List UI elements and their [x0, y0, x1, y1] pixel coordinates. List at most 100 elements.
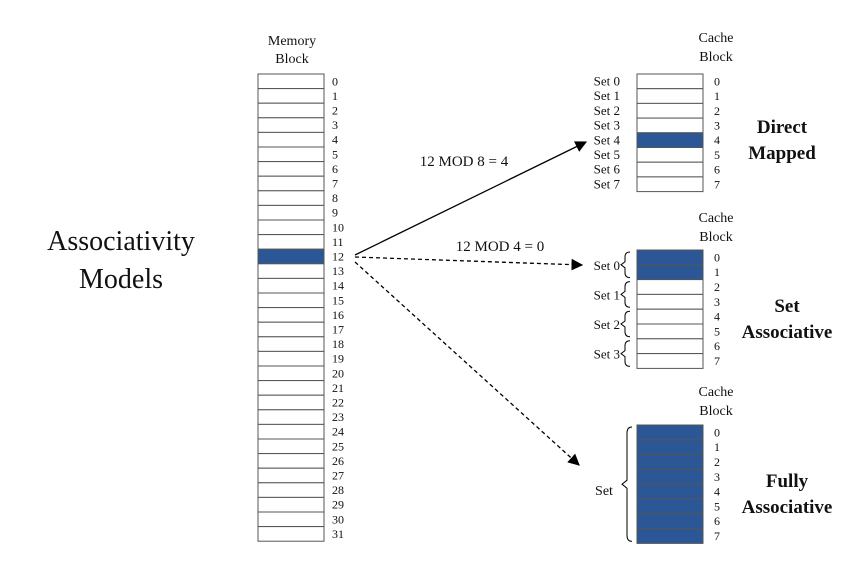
fa-block-1: [636, 439, 704, 456]
memory-block-number-22: 22: [332, 396, 344, 410]
fa-block-number-1: 1: [714, 440, 720, 454]
sa-block-1: [636, 264, 704, 281]
memory-block-20: [257, 365, 325, 382]
memory-block-24: [257, 423, 325, 440]
dm-set-label-1: Set 1: [594, 88, 620, 103]
dm-block-number-1: 1: [714, 89, 720, 103]
dm-cache-label-line-2: Block: [699, 50, 732, 65]
dm-set-label-7: Set 7: [594, 176, 621, 191]
sa-heading-line-1: Set: [774, 296, 800, 317]
memory-block-number-18: 18: [332, 337, 344, 351]
memory-block-22: [257, 394, 325, 411]
dm-set-label-2: Set 2: [594, 103, 620, 118]
memory-block-12: [257, 248, 325, 265]
sa-block-7: [636, 353, 704, 369]
dm-block-5: [636, 147, 704, 163]
memory-block-number-21: 21: [332, 381, 344, 395]
sa-block-0: [636, 249, 704, 266]
dm-block-3: [636, 117, 704, 134]
set-associative-arrow: [354, 256, 584, 271]
sa-block-2: [636, 279, 704, 295]
memory-block-2: [257, 102, 325, 119]
sa-set-brace-2: [620, 310, 631, 338]
sa-block-number-5: 5: [714, 324, 720, 338]
memory-block-21: [257, 380, 325, 396]
fa-block-number-6: 6: [714, 514, 720, 528]
sa-heading-line-2: Associative: [742, 322, 833, 343]
fully-associative-arrow: [354, 261, 580, 466]
sa-set-label-3: Set 3: [594, 347, 620, 362]
memory-block-number-9: 9: [332, 206, 338, 220]
sa-set-brace-1: [620, 281, 631, 308]
memory-block-17: [257, 321, 325, 338]
memory-block-14: [257, 277, 325, 294]
fa-block-number-2: 2: [714, 455, 720, 469]
memory-block-1: [257, 88, 325, 104]
memory-block-0: [257, 73, 325, 90]
memory-block-10: [257, 219, 325, 236]
memory-block-number-7: 7: [332, 177, 338, 191]
memory-block-number-30: 30: [332, 512, 344, 526]
dm-block-number-4: 4: [714, 133, 720, 147]
dm-set-label-0: Set 0: [594, 74, 620, 89]
sa-set-label-0: Set 0: [594, 258, 620, 273]
memory-block-number-20: 20: [332, 366, 344, 380]
dm-block-number-0: 0: [714, 74, 720, 88]
memory-block-19: [257, 350, 325, 367]
memory-block-number-16: 16: [332, 308, 344, 322]
memory-block-number-23: 23: [332, 410, 344, 424]
fa-block-2: [636, 454, 704, 470]
memory-block-11: [257, 234, 325, 250]
dm-heading-line-1: Direct: [757, 117, 808, 138]
fa-block-6: [636, 513, 704, 530]
sa-block-5: [636, 323, 704, 340]
fa-block-0: [636, 424, 704, 441]
memory-block-number-31: 31: [332, 527, 344, 541]
dm-block-1: [636, 88, 704, 104]
memory-block-29: [257, 496, 325, 513]
dm-block-6: [636, 161, 704, 178]
memory-label-line-2: Block: [275, 52, 308, 67]
memory-block-number-28: 28: [332, 483, 344, 497]
memory-block-number-26: 26: [332, 454, 344, 468]
dm-block-number-3: 3: [714, 118, 720, 132]
sa-block-number-6: 6: [714, 339, 720, 353]
fa-block-7: [636, 528, 704, 544]
memory-block-number-19: 19: [332, 352, 344, 366]
memory-block-18: [257, 336, 325, 352]
sa-block-number-0: 0: [714, 250, 720, 264]
memory-block-6: [257, 161, 325, 177]
sa-block-6: [636, 338, 704, 355]
memory-label-line-1: Memory: [268, 34, 316, 49]
fa-block-number-0: 0: [714, 425, 720, 439]
sa-set-brace-3: [620, 340, 631, 367]
sa-cache-label-line-2: Block: [699, 230, 732, 245]
memory-block-5: [257, 146, 325, 163]
dm-set-label-3: Set 3: [594, 118, 620, 133]
memory-block-15: [257, 292, 325, 309]
sa-block-3: [636, 293, 704, 310]
memory-block-number-3: 3: [332, 118, 338, 132]
dm-block-2: [636, 102, 704, 119]
dm-block-number-7: 7: [714, 177, 720, 191]
memory-block-number-12: 12: [332, 250, 344, 264]
sa-set-brace-0: [620, 251, 631, 279]
dm-block-0: [636, 73, 704, 90]
fa-heading-line-2: Associative: [742, 497, 833, 518]
fa-block-number-5: 5: [714, 499, 720, 513]
fa-block-4: [636, 483, 704, 500]
memory-block-number-5: 5: [332, 147, 338, 161]
sa-set-label-1: Set 1: [594, 287, 620, 302]
title-line-2: Models: [79, 264, 163, 295]
dm-block-number-6: 6: [714, 163, 720, 177]
memory-block-26: [257, 453, 325, 469]
memory-block-23: [257, 409, 325, 425]
memory-block-30: [257, 511, 325, 528]
fa-set-label: Set: [595, 484, 613, 499]
title-line-1: Associativity: [47, 226, 195, 257]
fa-set-brace: [621, 426, 633, 542]
sa-block-number-2: 2: [714, 280, 720, 294]
